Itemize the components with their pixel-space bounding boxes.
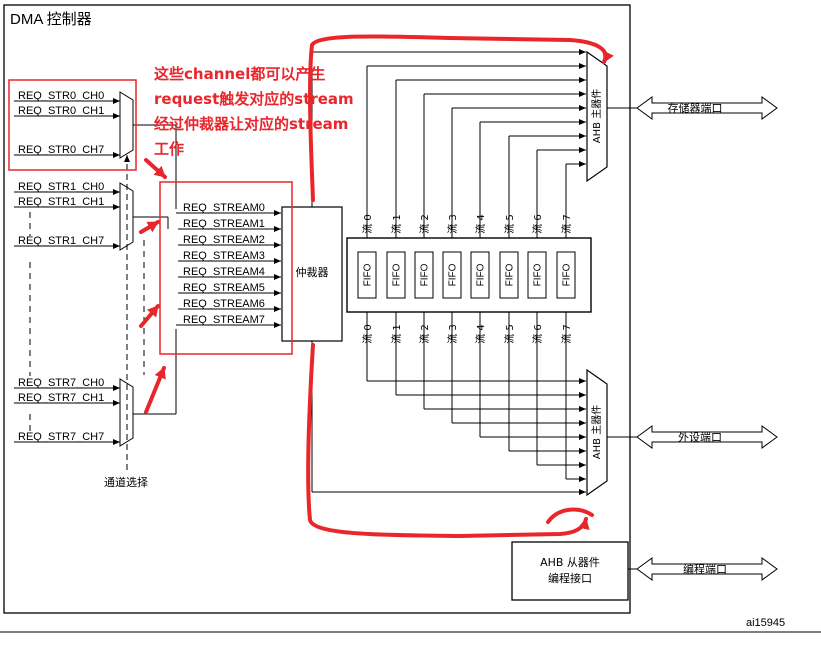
ahb-slave-line2: 编程接口 [548,571,592,585]
ahb-master-label-bottom: AHB 主器件 [591,405,603,459]
fifo-label: FIFO [533,263,544,286]
fifo-cell [470,251,490,299]
annotation-line-1: 这些channel都可以产生 [154,65,325,83]
mux7-input-0: REQ_STR7_CH0 [18,377,104,389]
arbiter-label: 仲裁器 [296,265,329,279]
figure-id: ai15945 [746,617,785,629]
req-stream-6: REQ_STREAM6 [183,298,265,310]
fifo-cell [357,251,377,299]
annotation-line-3: 经过仲裁器让对应的stream [154,115,348,133]
fifo-label: FIFO [420,263,431,286]
req-stream-5: REQ_STREAM5 [183,282,265,294]
mux1-input-2: REQ_STR1_CH7 [18,235,104,247]
mux1-input-1: REQ_STR1_CH1 [18,196,104,208]
annotation-line-2: request触发对应的stream [154,90,354,108]
annotation-line-4: 工作 [154,140,184,158]
programming-port-arrow [636,557,778,581]
fifo-label: FIFO [363,263,374,286]
peripheral-port-arrow [636,425,778,449]
highlight-stream-requests [159,181,293,355]
req-stream-1: REQ_STREAM1 [183,218,265,230]
req-stream-4: REQ_STREAM4 [183,266,265,278]
fifo-cell [386,251,406,299]
mux0-input-2: REQ_STR0_CH7 [18,144,104,156]
mux7-input-1: REQ_STR7_CH1 [18,392,104,404]
peripheral-port-label: 外设端口 [678,431,722,444]
req-stream-3: REQ_STREAM3 [183,250,265,262]
fifo-cell [556,251,576,299]
req-stream-0: REQ_STREAM0 [183,202,265,214]
fifo-label: FIFO [505,263,516,286]
req-stream-7: REQ_STREAM7 [183,314,265,326]
mux-group-0: REQ_STR0_CH0 REQ_STR0_CH1 REQ_STR0_CH7 [14,90,177,209]
mux7-input-2: REQ_STR7_CH7 [18,431,104,443]
memory-port-label: 存储器端口 [668,101,723,115]
programming-port-label: 编程端口 [683,562,727,576]
fifo-label: FIFO [562,263,573,286]
red-annotation-arrows [139,34,614,539]
highlight-mux0 [8,79,137,171]
controller-frame [3,4,631,614]
ahb-master-peripheral [586,368,608,497]
fifo-cell [414,251,434,299]
fifo-cell [499,251,519,299]
controller-title: DMA 控制器 [10,11,92,28]
ahb-slave-block [511,541,629,601]
ahb-master-memory [586,50,608,183]
req-stream-2: REQ_STREAM2 [183,234,265,246]
fifo-bank [346,237,592,313]
mux0-input-1: REQ_STR0_CH1 [18,105,104,117]
mux-group-7: REQ_STR7_CH0 REQ_STR7_CH1 REQ_STR7_CH7 [14,329,177,447]
fifo-label: FIFO [476,263,487,286]
memory-port-arrow [636,96,778,120]
ahb-master-label-top: AHB 主器件 [591,89,603,143]
mux-group-1: REQ_STR1_CH0 REQ_STR1_CH1 REQ_STR1_CH7 [14,181,169,251]
stream-request-lines [167,210,281,328]
fifo-label: FIFO [448,263,459,286]
fifo-cell [442,251,462,299]
channel-select-label: 通道选择 [104,475,148,489]
mux0-input-0: REQ_STR0_CH0 [18,90,104,102]
mux1-input-0: REQ_STR1_CH0 [18,181,104,193]
ahb-slave-line1: AHB 从器件 [540,556,600,569]
fifo-cell [527,251,547,299]
fifo-label: FIFO [392,263,403,286]
